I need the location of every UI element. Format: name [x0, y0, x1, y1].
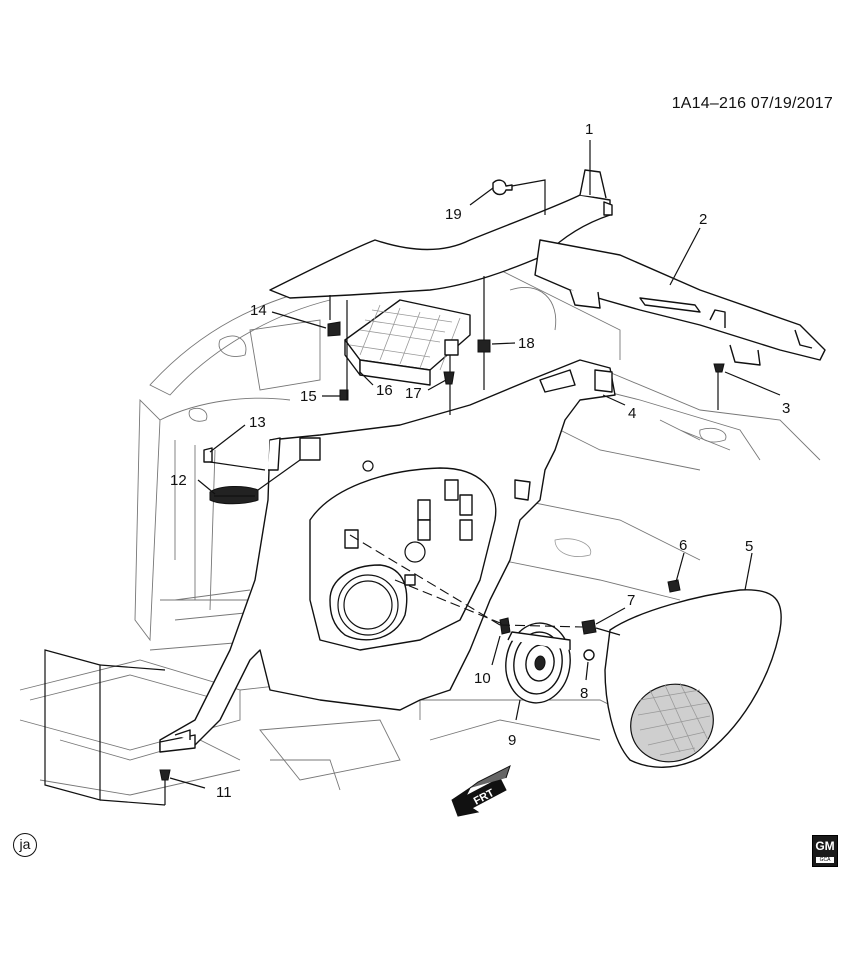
- gm-logo-subtext: GCA: [816, 857, 834, 863]
- gm-logo-text: GM: [815, 839, 835, 853]
- fastener-3: [713, 363, 725, 373]
- callout-2: 2: [699, 211, 707, 228]
- part-9-speaker: [505, 622, 571, 704]
- callout-7: 7: [627, 592, 635, 609]
- callout-16: 16: [376, 382, 393, 399]
- fastener-14: [327, 321, 341, 337]
- callout-8: 8: [580, 685, 588, 702]
- fastener-11: [159, 769, 171, 781]
- callout-14: 14: [250, 302, 267, 319]
- callout-19: 19: [445, 206, 462, 223]
- callouts: 1 2 3 4 5 6 7 8 9 10 11 12 13 14 15 16 1…: [170, 121, 790, 801]
- callout-13: 13: [249, 414, 266, 431]
- fastener-17: [443, 371, 455, 385]
- callout-15: 15: [300, 388, 317, 405]
- callout-9: 9: [508, 732, 516, 749]
- part-13-clip: [203, 447, 213, 463]
- callout-6: 6: [679, 537, 687, 554]
- leader-lines: [169, 140, 781, 789]
- part-4-quarter-trim-panel: [159, 359, 616, 753]
- callout-10: 10: [474, 670, 491, 687]
- fastener-18: [477, 339, 491, 353]
- gm-logo-icon: GM GCA: [812, 835, 838, 867]
- fastener-6: [667, 579, 681, 593]
- language-badge: ja: [13, 833, 37, 857]
- callout-5: 5: [745, 538, 753, 555]
- part-5-grille-cover: [604, 589, 782, 768]
- part-2-shelf-trim: [534, 239, 826, 366]
- callout-4: 4: [628, 405, 636, 422]
- part-16-module-box: [344, 299, 471, 386]
- fasteners: [159, 179, 725, 781]
- callout-12: 12: [170, 472, 187, 489]
- callout-18: 18: [518, 335, 535, 352]
- fastener-19: [492, 179, 513, 196]
- reference-bracket: [44, 649, 166, 806]
- fastener-7: [581, 619, 597, 635]
- callout-17: 17: [405, 385, 422, 402]
- fastener-15: [339, 389, 349, 401]
- part-12-handle: [209, 486, 259, 505]
- fastener-10: [499, 617, 511, 635]
- callout-11: 11: [216, 784, 232, 801]
- callout-3: 3: [782, 400, 790, 417]
- callout-1: 1: [585, 121, 593, 138]
- illustration-id: 1A14–216 07/19/2017: [671, 95, 833, 112]
- front-arrow-icon: FRT: [451, 765, 511, 817]
- fastener-8: [583, 649, 595, 661]
- part-1-upper-trim-panel: [269, 169, 613, 320]
